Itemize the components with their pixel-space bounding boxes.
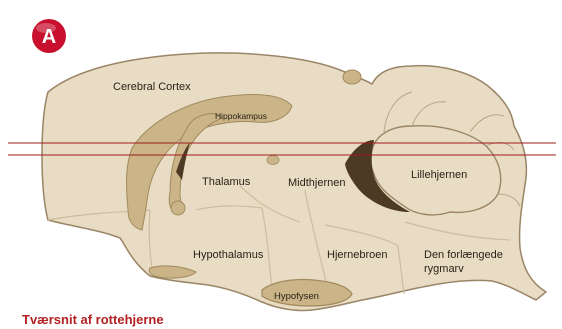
label-lillehjernen: Lillehjernen [411,169,467,181]
label-hypofysen: Hypofysen [274,291,319,302]
label-thalamus: Thalamus [202,176,251,188]
pineal-structure [267,156,279,165]
figure-caption: Tværsnit af rottehjerne [22,310,164,329]
olfactory-bulb [343,70,361,84]
label-midthjernen: Midthjernen [288,177,345,189]
label-hippokampus: Hippokampus [215,111,267,121]
label-medulla-line2: rygmarv [424,263,464,275]
fornix-end [171,201,185,215]
badge-letter: A [42,26,56,48]
label-hypothalamus: Hypothalamus [193,249,264,261]
label-cerebral-cortex: Cerebral Cortex [113,81,191,93]
label-medulla-line1: Den forlængede [424,249,503,261]
label-hjernebroen: Hjernebroen [327,249,388,261]
